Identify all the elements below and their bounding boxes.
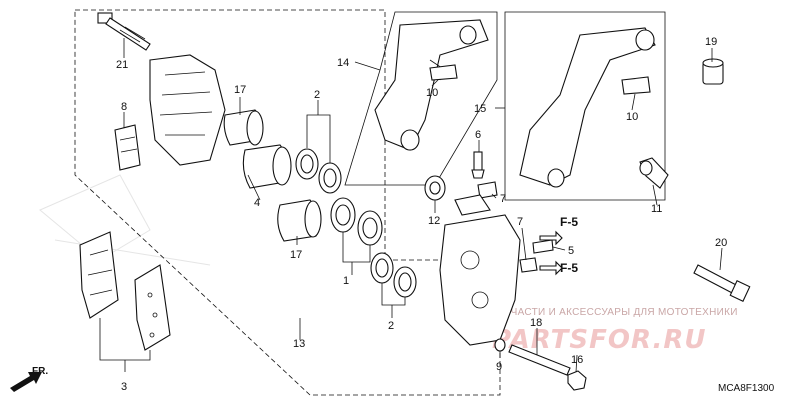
callout-7-lower: 7 (517, 216, 523, 228)
seal-set-1 (330, 197, 383, 246)
callout-9: 9 (496, 361, 502, 373)
callout-14: 14 (337, 57, 349, 69)
washer-9 (494, 338, 506, 352)
callout-1: 1 (343, 275, 349, 287)
front-label: FR. (32, 366, 48, 377)
callout-17-bottom: 17 (290, 249, 302, 261)
nut-16 (567, 370, 587, 391)
arrow-right-icon (539, 260, 563, 276)
reference-f5-lower: F-5 (560, 261, 578, 275)
bracket-14 (374, 19, 489, 151)
watermark-logo: PARTSFOR.RU (492, 325, 706, 355)
front-direction-indicator: FR. (10, 366, 48, 392)
bolt-20 (693, 264, 751, 302)
sleeve-19 (702, 58, 724, 85)
callout-10-upper: 10 (426, 87, 438, 99)
piston-4 (242, 144, 292, 189)
callout-3: 3 (121, 381, 127, 393)
callout-6: 6 (475, 129, 481, 141)
clip-10-upper (429, 64, 458, 81)
bracket-15-frame (504, 11, 666, 201)
cap-12 (424, 175, 446, 201)
piston-17-top (223, 109, 264, 146)
callout-19: 19 (705, 36, 717, 48)
callout-2-top: 2 (314, 89, 320, 101)
callout-20: 20 (715, 237, 727, 249)
reference-f5-upper: F-5 (560, 215, 578, 229)
pin-18 (508, 344, 571, 376)
brake-pad-left (79, 231, 119, 319)
clip-7-lower (519, 257, 538, 273)
caliper-body (439, 194, 521, 346)
bracket-15 (519, 27, 656, 188)
arrow-right-icon (539, 230, 563, 246)
callout-16: 16 (571, 354, 583, 366)
callout-17-top: 17 (234, 84, 246, 96)
screw-5 (532, 239, 554, 254)
front-arrow-icon (10, 372, 42, 392)
callout-15: 15 (474, 103, 486, 115)
bolt-21 (97, 12, 151, 51)
clip-10-right (621, 76, 651, 95)
callout-7-upper: 7 (500, 193, 506, 205)
callout-10-right: 10 (626, 111, 638, 123)
callout-12: 12 (428, 215, 440, 227)
pad-clip-8 (114, 124, 141, 171)
watermark-tagline: ЗАПЧАСТИ И АКСЕССУАРЫ ДЛЯ МОТОТЕХНИКИ (490, 307, 738, 318)
callout-11: 11 (651, 203, 662, 215)
callout-13: 13 (293, 338, 305, 350)
background-brand-outline (39, 174, 211, 266)
callout-2-bottom: 2 (388, 320, 394, 332)
brake-pad-right (134, 264, 171, 351)
piston-17-bottom (277, 199, 322, 242)
diagram-code: MCA8F1300 (718, 383, 775, 394)
callout-labels: 1 2 2 3 4 5 6 7 7 8 9 10 10 11 12 13 14 … (116, 36, 727, 393)
assembly-13-outline (74, 9, 501, 396)
callout-8: 8 (121, 101, 127, 113)
callout-4: 4 (254, 197, 260, 209)
seal-set-2-top (295, 148, 342, 194)
seal-set-2-bottom (370, 252, 417, 298)
bolt-11 (639, 157, 669, 189)
caliper-half-top (149, 54, 226, 166)
leader-lines (99, 38, 723, 373)
callout-18: 18 (530, 317, 542, 329)
callout-21: 21 (116, 59, 128, 71)
bleeder-6 (471, 151, 485, 179)
callout-5: 5 (568, 245, 574, 257)
